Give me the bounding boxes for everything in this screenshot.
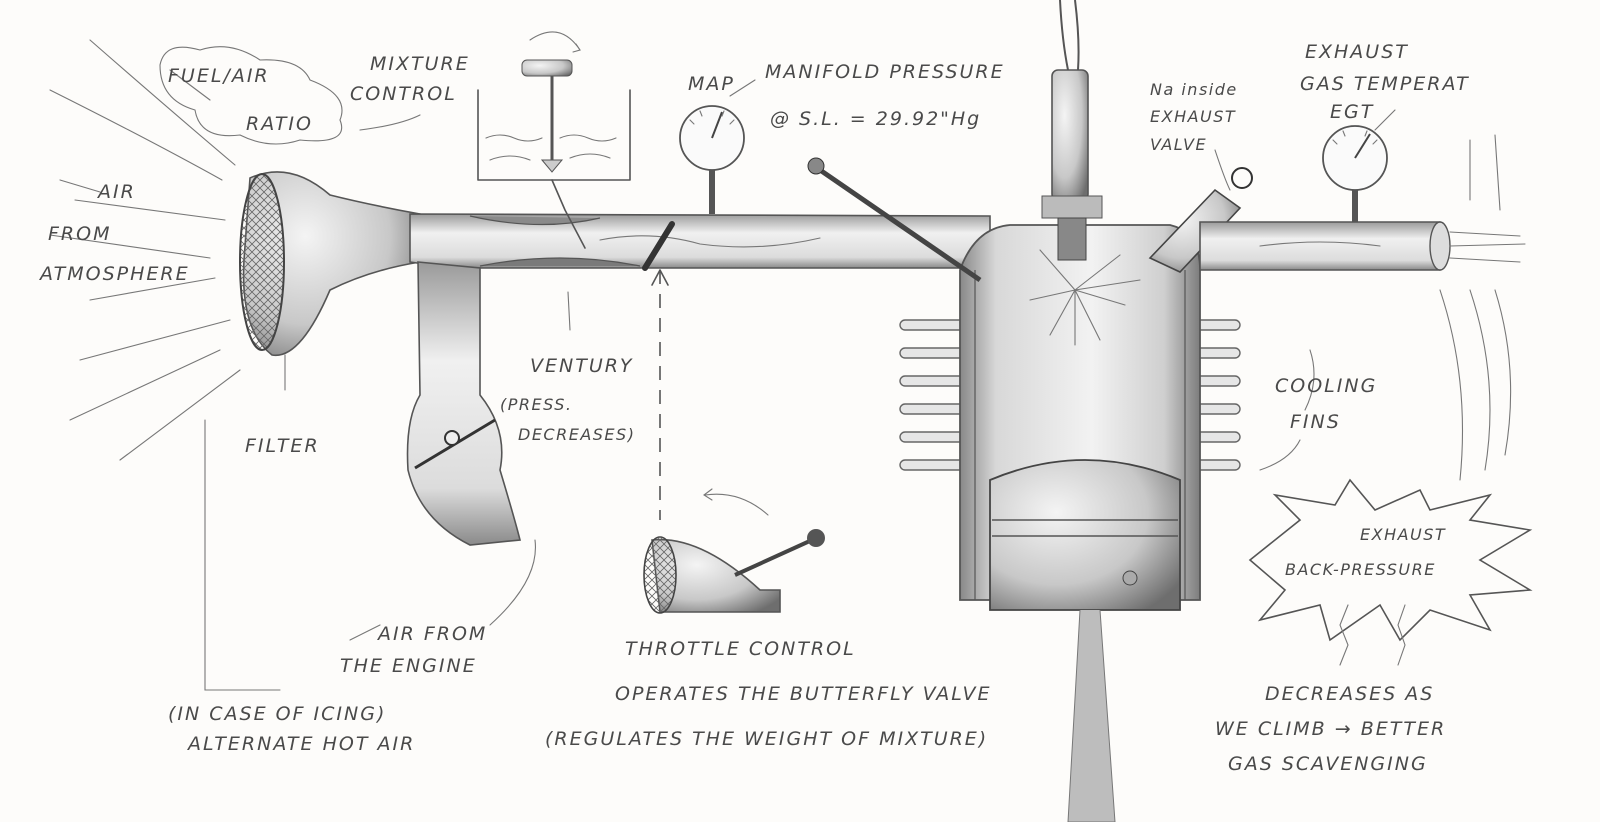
label-fuel-air-ratio: FUEL/AIR RATIO: [159, 46, 343, 145]
na-inside-label: Na inside: [1150, 80, 1238, 99]
egt-gas-temperature-label: GAS TEMPERAT: [1300, 73, 1470, 95]
egt-exhaust-label: EXHAUST: [1305, 41, 1409, 63]
intake-manifold-pipe: [409, 213, 991, 269]
venturi-decreases-label: DECREASES): [518, 425, 635, 444]
manifold-pressure-label: MANIFOLD PRESSURE: [765, 61, 1005, 83]
butterfly-valve: [642, 221, 675, 520]
decreases-label: DECREASES AS: [1265, 683, 1434, 705]
map-gauge: [679, 105, 745, 214]
map-label: MAP: [688, 73, 735, 95]
incoming-air-arrows: [49, 39, 241, 461]
piston: [989, 459, 1181, 822]
manifold-sl-label: @ S.L. = 29.92"Hg: [770, 108, 981, 130]
throttle-regulates-label: (REGULATES THE WEIGHT OF MIXTURE): [545, 728, 988, 750]
leader-lines: [204, 79, 1396, 691]
egt-gauge: [1322, 125, 1388, 222]
exhaust-burst-label: EXHAUST: [1360, 525, 1446, 544]
air-filter: [239, 171, 421, 357]
icing-label: (IN CASE OF ICING): [168, 703, 386, 725]
filter-label: FILTER: [245, 435, 320, 457]
fuel-air-text: FUEL/AIR: [168, 65, 270, 87]
alternate-hot-air-label: ALTERNATE HOT AIR: [186, 733, 415, 755]
control-label: CONTROL: [350, 83, 457, 105]
back-pressure-burst: [1248, 478, 1533, 666]
ratio-text: RATIO: [246, 113, 313, 135]
throttle-control-label: THROTTLE CONTROL: [625, 638, 856, 660]
throttle-operates-label: OPERATES THE BUTTERFLY VALVE: [615, 683, 992, 705]
mixture-label: MIXTURE: [370, 53, 470, 75]
venturi-label: VENTURY: [530, 355, 634, 377]
exhaust-valve: [1148, 167, 1253, 273]
engine-cylinder: [899, 224, 1241, 822]
cooling-label: COOLING: [1275, 375, 1377, 397]
air-label: AIR: [96, 181, 136, 203]
cooling-air-arrows: [1259, 134, 1512, 481]
the-engine-label: THE ENGINE: [340, 655, 477, 677]
mixture-control-float-bowl: [477, 31, 631, 249]
air-from-label: AIR FROM: [376, 623, 487, 645]
from-label: FROM: [48, 223, 111, 245]
egt-abbrev-label: EGT: [1330, 101, 1374, 123]
back-pressure-label: BACK-PRESSURE: [1285, 560, 1436, 579]
atmosphere-label: ATMOSPHERE: [38, 263, 190, 285]
intake-valve: [807, 157, 982, 283]
spark-plug: [1041, 0, 1103, 261]
na-valve-label: VALVE: [1150, 135, 1207, 154]
venturi-press-label: (PRESS.: [500, 395, 572, 414]
alternate-air-duct: [406, 261, 522, 546]
throttle-lever: [643, 488, 825, 614]
exhaust-pipe: [1199, 221, 1526, 271]
we-climb-label: WE CLIMB → BETTER: [1215, 718, 1446, 740]
gas-scavenging-label: GAS SCAVENGING: [1228, 753, 1428, 775]
fins-label: FINS: [1290, 411, 1341, 433]
na-exhaust-label: EXHAUST: [1150, 107, 1236, 126]
combustion-spark: [1029, 249, 1141, 346]
